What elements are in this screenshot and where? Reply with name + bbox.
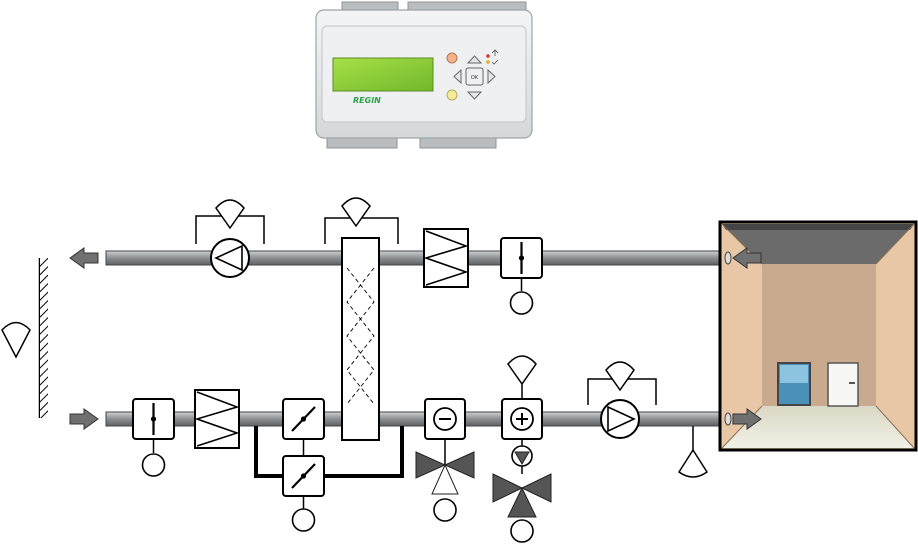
heating-coil [492, 355, 552, 543]
intake-inlet-arrow-icon [69, 408, 99, 430]
exhaust-damper [500, 237, 543, 315]
alarm-led [486, 54, 490, 58]
heating-valve-icon [492, 473, 524, 503]
alarm-button[interactable] [446, 52, 458, 64]
bottom-terminals [326, 136, 497, 149]
down-arrow-icon[interactable] [466, 91, 483, 100]
bypass-actuator-icon [291, 508, 316, 532]
brand-logo: REGIN [353, 96, 381, 105]
exhaust-duct [105, 250, 721, 266]
intake-damper [132, 398, 175, 477]
fan-pressure-sensor-icon [215, 199, 245, 230]
exhaust-filter [423, 228, 469, 288]
left-arrow-icon[interactable] [453, 68, 462, 85]
bypass-damper [282, 439, 325, 532]
supply-fan [587, 361, 657, 439]
door-icon [827, 362, 859, 407]
cooling-valve-icon [415, 451, 447, 479]
room-supply-arrow-icon [732, 408, 762, 430]
supply-pressure-sensor-icon [605, 361, 635, 392]
controller-unit: REGIN OK [315, 1, 533, 149]
cooling-coil [415, 398, 475, 522]
fan-direction-icon [214, 244, 243, 272]
supply-fan-direction-icon [607, 405, 636, 433]
recirc-damper [282, 398, 325, 440]
ok-button[interactable] [465, 67, 484, 86]
rotary-heat-exchanger [324, 197, 399, 441]
bypass-duct [254, 426, 404, 478]
supply-temperature-sensor [677, 426, 709, 478]
exhaust-fan [195, 199, 265, 278]
clear-button[interactable] [446, 89, 458, 101]
exhaust-outlet-arrow-icon [69, 247, 99, 269]
room-extract-arrow-icon [732, 247, 762, 269]
served-room [718, 220, 918, 452]
supply-sensor-icon [677, 448, 709, 478]
extract-vent-icon [724, 251, 732, 265]
supply-vent-icon [724, 412, 732, 426]
exchanger-sensor-icon [341, 197, 371, 228]
ok-button-label: OK [471, 75, 479, 81]
damper-actuator-icon [509, 291, 534, 315]
cooling-actuator-icon [433, 498, 457, 522]
up-arrow-icon[interactable] [466, 55, 483, 64]
check-icon [491, 59, 499, 65]
bell-icon [491, 49, 499, 56]
lcd-display [332, 57, 434, 92]
frost-sensor-icon [507, 355, 537, 386]
right-arrow-icon[interactable] [487, 68, 496, 85]
heating-actuator-icon [510, 519, 534, 543]
supply-filter [194, 389, 240, 449]
outdoor-temperature-sensor-icon [1, 321, 31, 359]
status-led [486, 60, 490, 64]
outdoor-wall [38, 258, 48, 418]
intake-actuator-icon [141, 453, 166, 477]
